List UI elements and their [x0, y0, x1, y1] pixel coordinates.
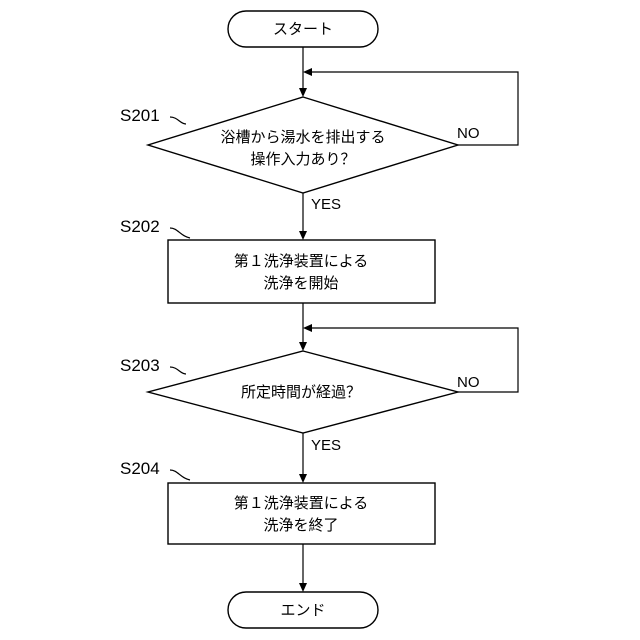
no-label-s203: NO: [457, 374, 480, 391]
no-label-s201: NO: [457, 125, 480, 142]
arrowhead-s201-to-s202: [299, 231, 307, 240]
process-s204-line-2: 洗浄を終了: [263, 516, 338, 534]
process-s204: [168, 483, 435, 544]
process-s202-line-1: 第１洗浄装置による: [234, 252, 369, 270]
arrowhead-s202-to-s203: [299, 342, 307, 351]
decision-s201-line-1: 浴槽から湯水を排出する: [220, 128, 385, 146]
decision-s203-line-1: 所定時間が経過？: [241, 383, 361, 401]
arrowhead-no-loop-s201: [303, 68, 312, 76]
step-id-s204: S204: [120, 459, 160, 478]
step-id-s201: S201: [120, 106, 160, 125]
arrowhead-start-to-s201: [299, 88, 307, 97]
process-s202: [168, 240, 435, 303]
start-terminal-label: スタート: [273, 20, 333, 38]
yes-label-s201: YES: [311, 196, 341, 213]
process-s204-line-1: 第１洗浄装置による: [234, 494, 369, 512]
step-id-s203: S203: [120, 356, 160, 375]
end-terminal-label: エンド: [280, 601, 325, 619]
arrowhead-s203-to-s204: [299, 474, 307, 483]
step-id-s204-leader: [170, 470, 190, 480]
step-id-s201-leader: [170, 117, 186, 124]
arrowhead-no-loop-s203: [303, 324, 312, 332]
step-id-s202: S202: [120, 217, 160, 236]
step-id-s202-leader: [170, 228, 190, 238]
decision-s201-line-2: 操作入力あり？: [250, 150, 355, 168]
arrowhead-s204-to-end: [299, 583, 307, 592]
step-id-s203-leader: [170, 367, 186, 374]
process-s202-line-2: 洗浄を開始: [263, 274, 338, 292]
yes-label-s203: YES: [311, 437, 341, 454]
